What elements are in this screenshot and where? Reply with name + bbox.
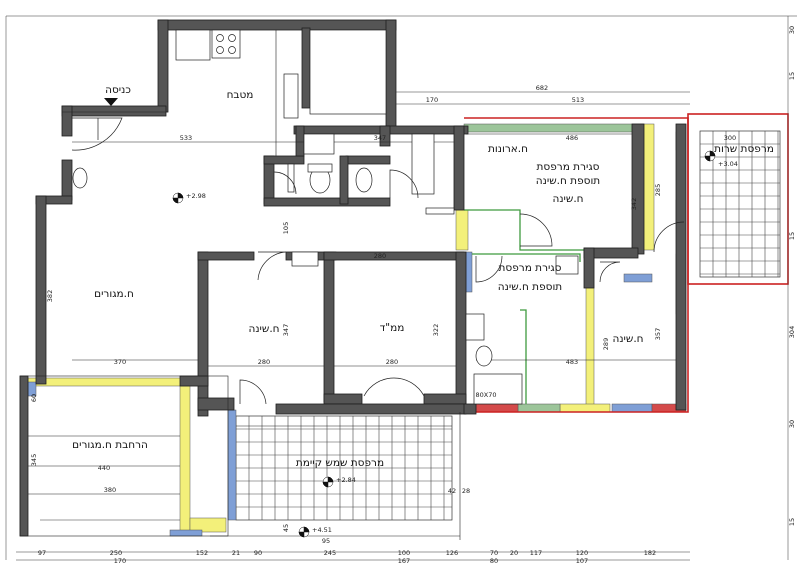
dim-right-304: 304: [788, 326, 796, 338]
right-dimension-column: 30 15 304 15 30 15: [788, 26, 796, 526]
level-service: +3.04: [718, 160, 738, 168]
dim-486: 486: [566, 134, 578, 142]
dim-347-v: 347: [282, 324, 290, 336]
level-marker-icons: [172, 150, 716, 538]
level-labels: +2.98 +2.84 +4.51 +3.04: [186, 160, 738, 534]
dim-382: 382: [46, 290, 54, 302]
dim-bottom-120: 120: [576, 549, 588, 557]
label-entrance: כניסה: [105, 84, 131, 96]
dim-357: 357: [654, 328, 662, 340]
dim-322: 322: [432, 324, 440, 336]
dim-370: 370: [114, 358, 126, 366]
dim-bottom-100: 100: [398, 549, 410, 557]
label-closure-1-line2: תוספת ח.שינה: [536, 175, 600, 187]
dim-105: 105: [282, 222, 290, 234]
bathroom-fixtures: [72, 133, 579, 405]
bottom-dimension-row: 97 250 152 21 90 245 100 126 70 20 117 1…: [38, 549, 656, 563]
dim-right-30b: 30: [788, 420, 796, 428]
dim-513: 513: [572, 96, 584, 104]
dim-280-top: 280: [374, 252, 386, 260]
label-bedroom-b: ח.שינה: [612, 333, 643, 345]
dim-bottom2-80: 80: [490, 557, 498, 563]
dim-right-15b: 15: [788, 232, 796, 240]
dim-bottom-90: 90: [254, 549, 262, 557]
dim-533: 533: [180, 134, 192, 142]
terrace-tiles: [235, 415, 453, 521]
entrance-arrow-icon: [104, 98, 118, 106]
dim-342: 342: [630, 198, 638, 210]
dim-shower: 80X70: [476, 391, 497, 399]
walls: [19, 19, 687, 537]
level-main: +2.98: [186, 192, 206, 200]
dim-right-30: 30: [788, 26, 796, 34]
yellow-strips: [27, 123, 655, 533]
dim-bottom-245: 245: [324, 549, 336, 557]
label-closure-2-line1: סגירת מרפסת: [499, 262, 562, 274]
dim-347: 347: [374, 134, 386, 142]
dim-bottom-126: 126: [446, 549, 458, 557]
dim-bottom2-170: 170: [114, 557, 126, 563]
dim-300: 300: [724, 134, 736, 142]
room-labels: כניסה מטבח ח.מגורים ח.שינה ממ"ד ח.ארונות…: [72, 84, 774, 469]
label-kitchen: מטבח: [227, 89, 254, 101]
label-living-extension: הרחבת ח.מגורים: [72, 439, 148, 451]
dim-right-15c: 15: [788, 518, 796, 526]
dimension-labels-vertical: 342 285 105 382 347 322 357 289 345 45 6…: [30, 184, 662, 532]
label-closure-1-line3: ח.שינה: [552, 193, 583, 205]
label-terrace: מרפסת שמש קיימת: [296, 457, 384, 469]
dim-345: 345: [30, 454, 38, 466]
label-closure-2-line2: תוספת ח.שינה: [498, 281, 562, 293]
label-safe-room: ממ"ד: [380, 322, 405, 334]
dim-bottom-70: 70: [490, 549, 498, 557]
dim-bottom-152: 152: [196, 549, 208, 557]
dim-280-b: 280: [386, 358, 398, 366]
label-living: ח.מגורים: [94, 288, 134, 300]
label-wardrobe: ח.ארונות: [488, 143, 528, 155]
level-lower: +4.51: [312, 526, 332, 534]
label-closure-1-line1: סגירת מרפסת: [537, 161, 600, 173]
level-terrace: +2.84: [336, 476, 356, 484]
label-bedroom-a: ח.שינה: [248, 323, 279, 335]
label-service-balcony: מרפסת שרות: [714, 143, 774, 155]
dim-682: 682: [536, 84, 548, 92]
dim-95: 95: [322, 537, 330, 545]
dim-170: 170: [426, 96, 438, 104]
dim-bottom-97: 97: [38, 549, 46, 557]
dim-bottom-21: 21: [232, 549, 240, 557]
dim-bottom-250: 250: [110, 549, 122, 557]
dim-bottom2-167: 167: [398, 557, 410, 563]
thin-lines: [19, 30, 676, 540]
dim-440: 440: [98, 464, 110, 472]
dim-60: 60: [30, 394, 38, 402]
dim-bottom-20: 20: [510, 549, 518, 557]
dimension-lines: [5, 15, 797, 561]
dim-bottom-182: 182: [644, 549, 656, 557]
dim-right-15a: 15: [788, 72, 796, 80]
dimension-labels: 682 513 170 533 347 486 300 280 370 280 …: [98, 84, 736, 545]
doors: [71, 117, 685, 405]
dim-285: 285: [654, 184, 662, 196]
dim-bottom2-107: 107: [576, 557, 588, 563]
dim-45: 45: [282, 524, 290, 532]
dim-280-a: 280: [258, 358, 270, 366]
dim-483: 483: [566, 358, 578, 366]
dim-289: 289: [602, 338, 610, 350]
dim-bottom-117: 117: [530, 549, 542, 557]
dim-28: 28: [462, 487, 470, 495]
dim-380: 380: [104, 486, 116, 494]
green-outline: [464, 209, 586, 404]
kitchen-fixtures: [175, 29, 387, 119]
dim-42: 42: [448, 487, 456, 495]
